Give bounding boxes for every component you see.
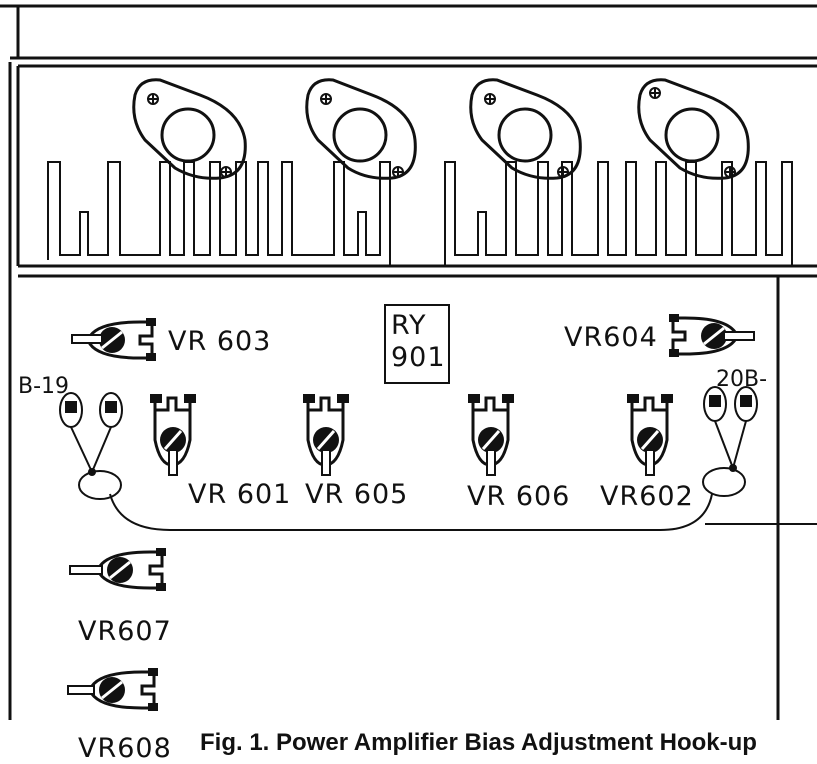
heatsink-right (444, 161, 793, 266)
b19-label: B-19 (18, 374, 69, 399)
vr608-label: VR608 (78, 733, 172, 764)
vr607-label: VR607 (78, 616, 172, 647)
trimmer-vr604[interactable] (669, 314, 755, 357)
heatsink-left (47, 161, 391, 266)
trimmer-vr601[interactable] (150, 394, 196, 476)
trimmer-vr605[interactable] (303, 394, 349, 476)
relay-label-line2: 901 (391, 342, 446, 373)
transistor-1 (132, 78, 247, 180)
trimmer-vr607[interactable] (69, 548, 166, 591)
vr602-label: VR602 (600, 481, 694, 512)
vr601-label: VR 601 (188, 479, 291, 510)
vr606-label: VR 606 (467, 481, 570, 512)
trimmer-vr608[interactable] (67, 668, 158, 711)
trimmer-vr602[interactable] (627, 394, 673, 476)
test-point-b19[interactable] (59, 392, 123, 500)
figure-caption: Fig. 1. Power Amplifier Bias Adjustment … (200, 729, 757, 756)
vr605-label: VR 605 (305, 479, 408, 510)
relay-label-line1: RY (391, 310, 427, 341)
relay-ry901: RY 901 (384, 304, 450, 384)
transistor-2 (305, 78, 417, 180)
vr603-label: VR 603 (168, 326, 271, 357)
transistor-3 (469, 78, 582, 180)
b20-label: 20B- (716, 367, 767, 392)
trimmer-vr606[interactable] (468, 394, 514, 476)
test-point-b20[interactable] (702, 386, 758, 497)
trimmer-vr603[interactable] (71, 318, 156, 361)
chassis-frame (0, 4, 817, 720)
vr604-label: VR604 (564, 322, 658, 353)
meter-lead-wire (109, 493, 713, 531)
transistor-4 (637, 78, 750, 180)
